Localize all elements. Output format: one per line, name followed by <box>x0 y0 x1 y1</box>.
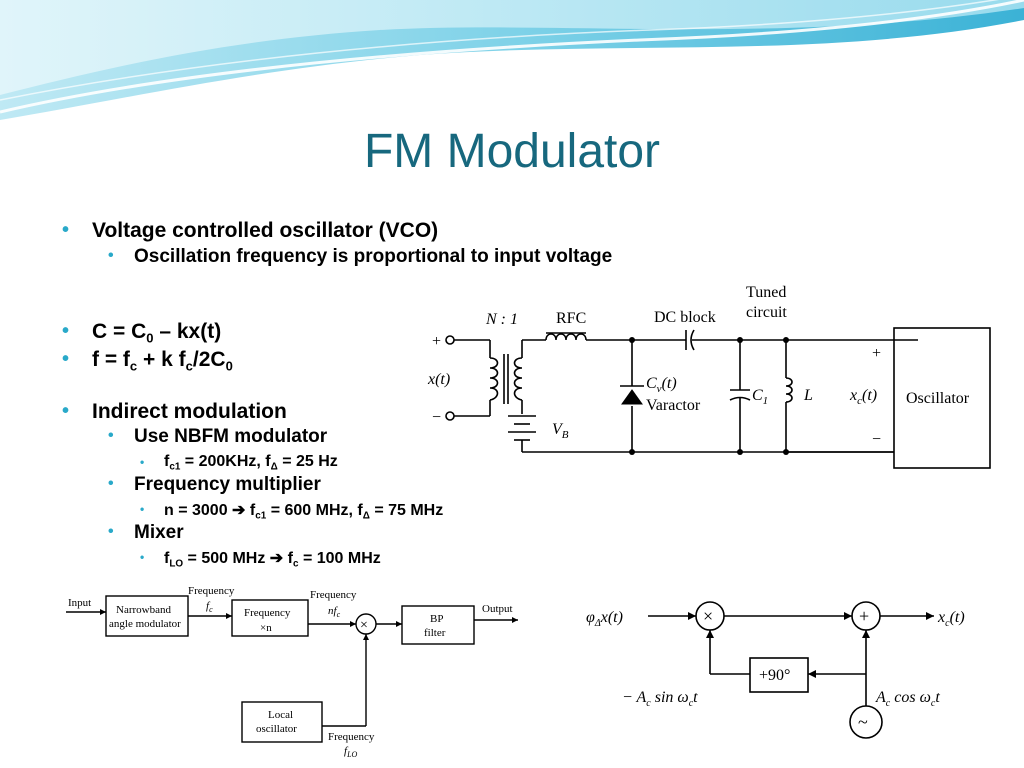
bullet-dot-icon: • <box>62 219 70 241</box>
circuit-out-minus-label: − <box>872 431 881 448</box>
nbfm-cos-label: Ac cos ωct <box>875 689 940 709</box>
nbfm-sin-label: − Ac sin ωct <box>622 689 698 709</box>
bullet-capacitance: C = C0 – kx(t) <box>92 320 222 346</box>
circuit-dc-block-label: DC block <box>654 309 716 326</box>
bullet-vco-sub: Oscillation frequency is proportional to… <box>134 246 613 267</box>
vco-circuit-diagram: + − x(t) N : 1 RFC DC block Tuned circui… <box>424 276 1016 482</box>
bullet-multiplier-values: n = 3000 ➔ fc1 = 600 MHz, fΔ = 75 MHz <box>164 502 444 522</box>
circuit-plus-label: + <box>432 333 441 350</box>
bullet-mixer-values: fLO = 500 MHz ➔ fc = 100 MHz <box>164 550 381 570</box>
circuit-rfc-label: RFC <box>556 310 586 327</box>
bd-lo-label-1: Local <box>268 709 293 721</box>
bullet-dot-icon: • <box>140 502 145 516</box>
bd-fc-label: fc <box>206 600 213 614</box>
bd-nb-label-2: angle modulator <box>109 618 181 630</box>
bullet-dot-icon: • <box>140 455 145 469</box>
bd-freq-label: Frequency <box>188 585 235 597</box>
circuit-varactor-label: Varactor <box>646 397 701 414</box>
indirect-fm-block-diagram: Input Narrowband angle modulator Frequen… <box>56 580 528 762</box>
sine-source-icon: ~ <box>858 712 868 732</box>
circuit-c1-label: C1 <box>752 387 768 407</box>
circuit-l-label: L <box>803 387 813 404</box>
nbfm-adder-symbol: + <box>859 606 869 626</box>
bullet-dot-icon: • <box>62 320 70 342</box>
circuit-ratio-label: N : 1 <box>485 311 518 328</box>
bullet-dot-icon: • <box>108 475 114 492</box>
circuit-vb-label: VB <box>552 421 569 441</box>
bd-freq-label-2: Frequency <box>310 589 357 601</box>
bullet-dot-icon: • <box>62 400 70 422</box>
bullet-dot-icon: • <box>108 523 114 540</box>
bullet-dot-icon: • <box>108 247 114 264</box>
bullet-vco: Voltage controlled oscillator (VCO) <box>92 219 439 242</box>
circuit-cv-label: Cv(t) <box>646 375 677 395</box>
arrow-right-icon: ➔ <box>269 550 284 567</box>
bullet-multiplier: Frequency multiplier <box>134 474 321 495</box>
nbfm-phase-shift-label: +90° <box>759 667 790 684</box>
bd-nb-label-1: Narrowband <box>116 604 171 616</box>
bd-bp-label-2: filter <box>424 627 446 639</box>
bd-flo-label: fLO <box>344 745 358 759</box>
bullet-frequency: f = fc + k fc/2C0 <box>92 348 233 374</box>
bd-nfc-label: nfc <box>328 605 341 619</box>
bullet-nbfm: Use NBFM modulator <box>134 426 328 447</box>
bd-output-label: Output <box>482 603 513 615</box>
bullet-mixer: Mixer <box>134 522 184 543</box>
nbfm-modulator-diagram: φΔx(t) × + xc(t) +90° − Ac sin ωct Ac co… <box>576 584 984 756</box>
circuit-out-plus-label: + <box>872 345 881 362</box>
bd-input-label: Input <box>68 597 91 609</box>
bullet-dot-icon: • <box>108 427 114 444</box>
nbfm-multiplier-symbol: × <box>703 606 713 626</box>
bd-mult-label-2: ×n <box>260 622 272 634</box>
circuit-oscillator-label: Oscillator <box>906 390 970 407</box>
bullet-indirect: Indirect modulation <box>92 400 287 423</box>
nbfm-input-label: φΔx(t) <box>586 609 623 629</box>
slide-title: FM Modulator <box>363 125 661 178</box>
nbfm-output-label: xc(t) <box>937 609 965 629</box>
circuit-tuned-label: Tuned <box>746 284 786 301</box>
bullet-dot-icon: • <box>62 348 70 370</box>
bullet-dot-icon: • <box>140 550 145 564</box>
bd-freq-label-3: Frequency <box>328 731 375 743</box>
bullet-nbfm-values: fc1 = 200KHz, fΔ = 25 Hz <box>164 453 338 473</box>
arrow-right-icon: ➔ <box>232 502 246 519</box>
wave-banner <box>0 0 1024 120</box>
circuit-minus-label: − <box>432 409 441 426</box>
circuit-xc-label: xc(t) <box>849 387 877 407</box>
bd-bp-label-1: BP <box>430 613 443 625</box>
circuit-xt-label: x(t) <box>427 371 450 388</box>
bd-lo-label-2: oscillator <box>256 723 297 735</box>
bd-mixer-symbol: × <box>360 618 368 633</box>
circuit-circuit-label: circuit <box>746 304 787 321</box>
bd-mult-label-1: Frequency <box>244 607 291 619</box>
